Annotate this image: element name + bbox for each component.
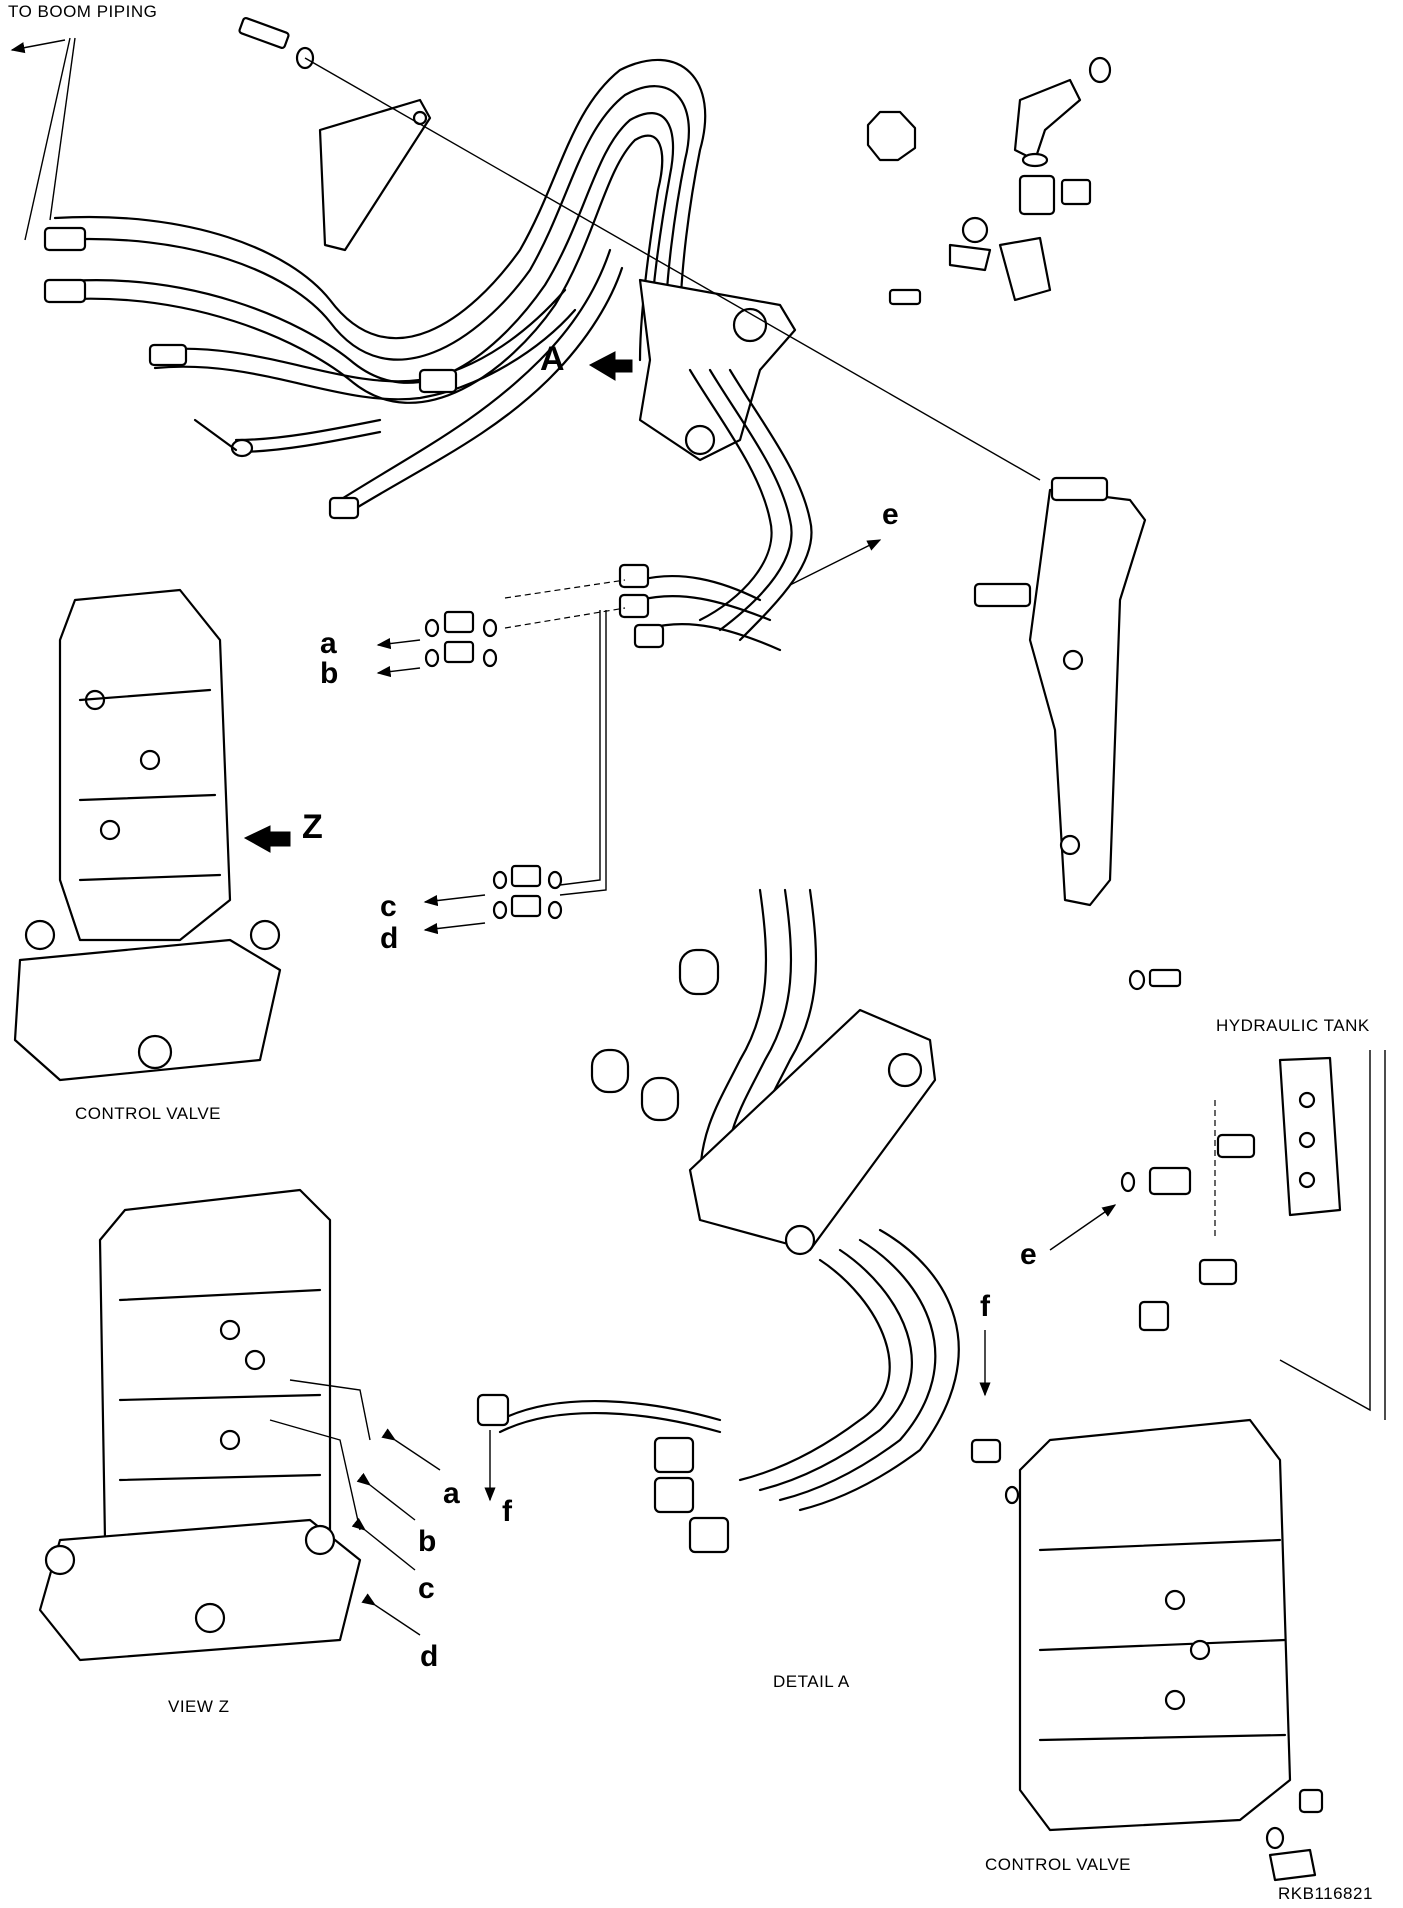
marker-c-mid: c	[380, 890, 397, 923]
marker-e-tank: e	[1020, 1238, 1037, 1271]
marker-a-view: a	[443, 1477, 460, 1510]
caption-control-valve-left: CONTROL VALVE	[75, 1104, 221, 1123]
drawing-number: RKB116821	[1278, 1884, 1373, 1903]
marker-b-view: b	[418, 1525, 437, 1558]
marker-Z: Z	[302, 808, 323, 846]
view-z-pointer	[243, 825, 291, 853]
caption-control-valve-bottom: CONTROL VALVE	[985, 1855, 1131, 1874]
marker-A: A	[540, 340, 565, 378]
elbow-fitting-assembly	[866, 56, 1112, 306]
arrow-to-e	[789, 539, 882, 586]
hydraulic-tank-drawing	[1049, 1050, 1386, 1420]
control-valve-left-drawing	[13, 588, 282, 1082]
marker-c-view: c	[418, 1572, 435, 1605]
marker-f-left: f	[502, 1495, 512, 1528]
caption-to-boom-piping: TO BOOM PIPING	[8, 2, 158, 21]
caption-view-z: VIEW Z	[168, 1697, 230, 1716]
marker-d-view: d	[420, 1640, 439, 1673]
detail-a-clamp	[476, 888, 960, 1554]
union-fittings-ab	[376, 610, 498, 678]
control-valve-bottom-drawing	[970, 1330, 1324, 1882]
union-fittings-cd	[423, 864, 563, 935]
caption-detail-a: DETAIL A	[773, 1672, 850, 1691]
caption-hydraulic-tank: HYDRAULIC TANK	[1216, 1016, 1370, 1035]
bracket-right	[973, 476, 1182, 991]
marker-f-right: f	[980, 1290, 990, 1323]
upper-hose-bundle	[43, 58, 707, 520]
marker-b-top: b	[320, 657, 339, 690]
marker-d-mid: d	[380, 922, 399, 955]
marker-a-top: a	[320, 627, 337, 660]
marker-e-top: e	[882, 498, 899, 531]
boom-piping-leaders	[10, 37, 76, 241]
bracket-top-left	[238, 17, 1041, 481]
valve-side-hoses	[504, 563, 782, 896]
view-z-drawing	[38, 1188, 441, 1662]
detail-a-pointer	[588, 351, 633, 381]
